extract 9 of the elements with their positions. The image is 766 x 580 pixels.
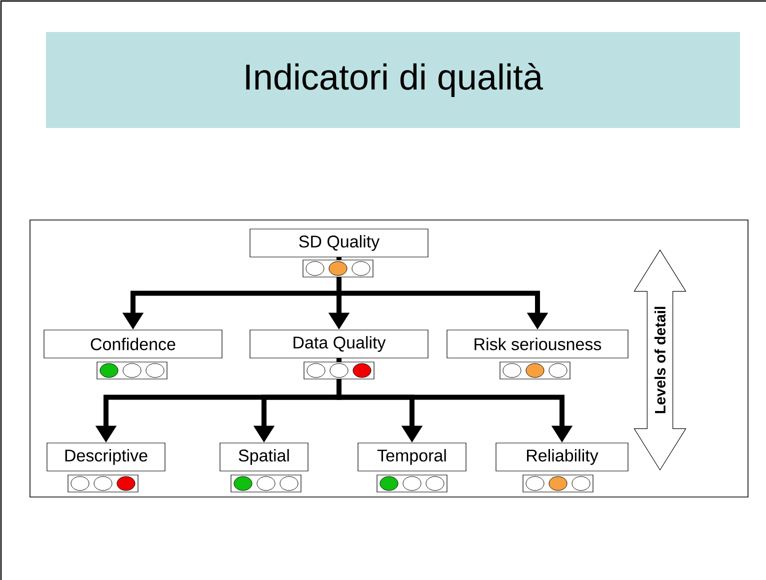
label-box: Confidence xyxy=(44,330,222,358)
label-box: SD Quality xyxy=(250,228,428,258)
label-box: Descriptive xyxy=(46,442,166,472)
label-box: Temporal xyxy=(358,442,466,472)
title-band: Indicatori di qualità xyxy=(46,32,740,128)
label-box: Data Quality xyxy=(250,330,428,358)
label-box: Reliability xyxy=(496,442,628,472)
label-box: Spatial xyxy=(220,442,308,472)
label-box: Risk seriousness xyxy=(446,330,628,358)
